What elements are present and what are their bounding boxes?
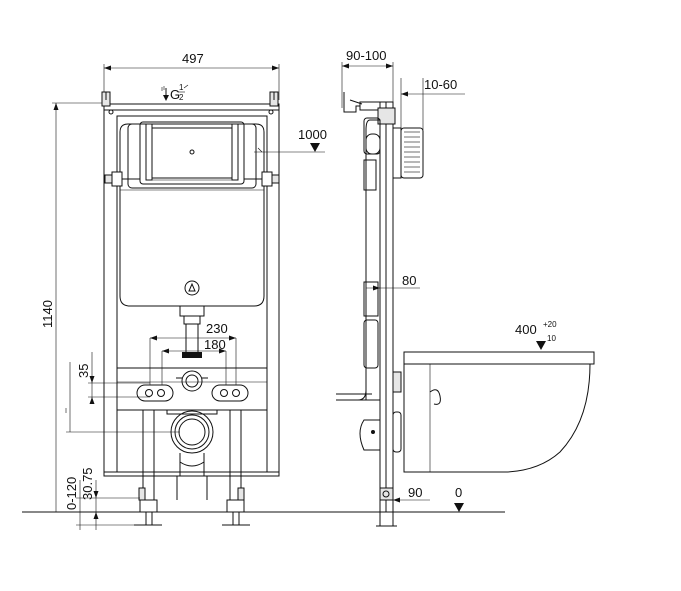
bolt-offset-dim: 35 — [65, 352, 180, 433]
width-dimension: 497 — [103, 51, 280, 100]
bolt-offset-label: 35 — [76, 364, 91, 378]
wall-hung-bowl — [403, 351, 595, 473]
flush-plate — [392, 127, 424, 179]
floor-dim: 90 — [376, 485, 430, 527]
floor-dim-label: 90 — [408, 485, 422, 500]
frame-outer — [103, 103, 280, 477]
svg-text:2: 2 — [179, 93, 184, 102]
bolt-plate-right — [211, 384, 249, 402]
bowl-height-marker: 400 +20 10 — [500, 320, 580, 353]
flush-outlet — [181, 370, 203, 392]
width-label: 497 — [182, 51, 204, 66]
leg-dims: 0-120 30.75 — [64, 467, 140, 530]
waste-connector — [170, 410, 214, 454]
leg-adjust-label: 0-120 — [64, 477, 79, 510]
bowl-tol-minus: 10 — [547, 334, 556, 343]
inlet-height-label: 1000 — [298, 127, 327, 142]
cistern-tank — [119, 123, 265, 307]
height-label: 1140 — [40, 300, 55, 328]
outer-spacing-label: 230 — [206, 321, 228, 336]
flush-valve-housing — [139, 121, 245, 185]
frame-depth-dim: 90-100 — [341, 48, 394, 108]
height-dimension: 1140 — [40, 102, 106, 512]
inlet-thread-label: G — [170, 87, 180, 102]
side-cistern — [365, 119, 381, 401]
svg-text:1: 1 — [179, 83, 184, 92]
side-view: 90-100 10-60 — [336, 48, 595, 527]
flush-pipe-dim: 80 — [366, 273, 420, 291]
floor-level-marker: 0 — [454, 485, 464, 512]
inlet-height-marker: 1000 — [254, 127, 327, 153]
front-view: 497 1140 — [40, 51, 327, 530]
wall-gap-dim: 10-60 — [400, 77, 465, 130]
frame-legs — [134, 409, 250, 526]
flush-pipe-label: 80 — [402, 273, 416, 288]
cistern-logo-icon — [184, 280, 200, 296]
bowl-height-label: 400 — [515, 322, 537, 337]
wall-gap-label: 10-60 — [424, 77, 457, 92]
base-offset-label: 30.75 — [80, 467, 95, 500]
inner-spacing-label: 180 — [204, 337, 226, 352]
frame-depth-label: 90-100 — [346, 48, 386, 63]
floor-level-label: 0 — [455, 485, 462, 500]
bolt-plate-left — [136, 384, 174, 402]
water-inlet-symbol: G 1 2 — [161, 83, 189, 102]
side-waste-bend — [340, 370, 367, 401]
bowl-tol-plus: +20 — [543, 320, 557, 329]
